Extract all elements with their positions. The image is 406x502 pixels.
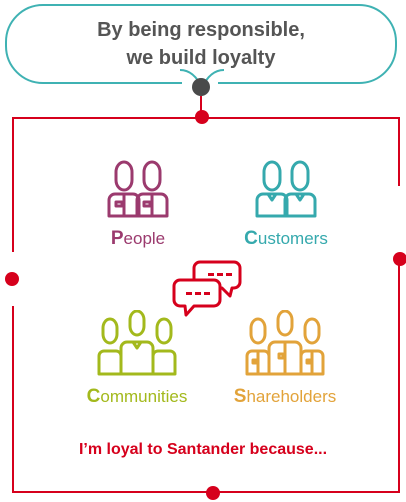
header-line-2: we build loyalty [126,47,276,69]
frame-dot-left [5,272,19,286]
label-customers-rest: ustomers [257,229,328,248]
label-people: People [92,228,184,250]
label-shareholders-initial: S [233,386,247,407]
label-communities-rest: ommunities [100,387,188,406]
label-people-rest: eople [123,229,166,248]
frame-dot-bottom [206,486,220,500]
label-customers-initial: C [244,228,258,249]
connector-gray-dot [192,78,210,96]
three-people-icon [245,310,325,376]
label-people-initial: P [110,228,124,249]
group-shareholders: Shareholders [226,310,344,408]
tagline: I’m loyal to Santander because... [78,441,328,458]
label-shareholders: Shareholders [226,386,344,408]
chat-bubbles-icon [172,260,242,317]
label-communities-initial: C [86,386,101,407]
frame-gap-right [396,186,402,256]
three-people-icon [97,310,177,376]
two-people-icon [255,160,317,218]
header-line-1: By being responsible, [97,19,305,41]
label-shareholders-rest: hareholders [246,387,337,406]
two-people-icon [107,160,169,218]
group-customers: Customers [236,158,336,250]
label-customers: Customers [236,228,336,250]
group-communities: Communities [78,310,196,408]
connector-line [200,96,202,114]
group-people: People [92,158,184,250]
frame-dot-right [393,252,406,266]
frame-dot-top [195,110,209,124]
label-communities: Communities [78,386,196,408]
